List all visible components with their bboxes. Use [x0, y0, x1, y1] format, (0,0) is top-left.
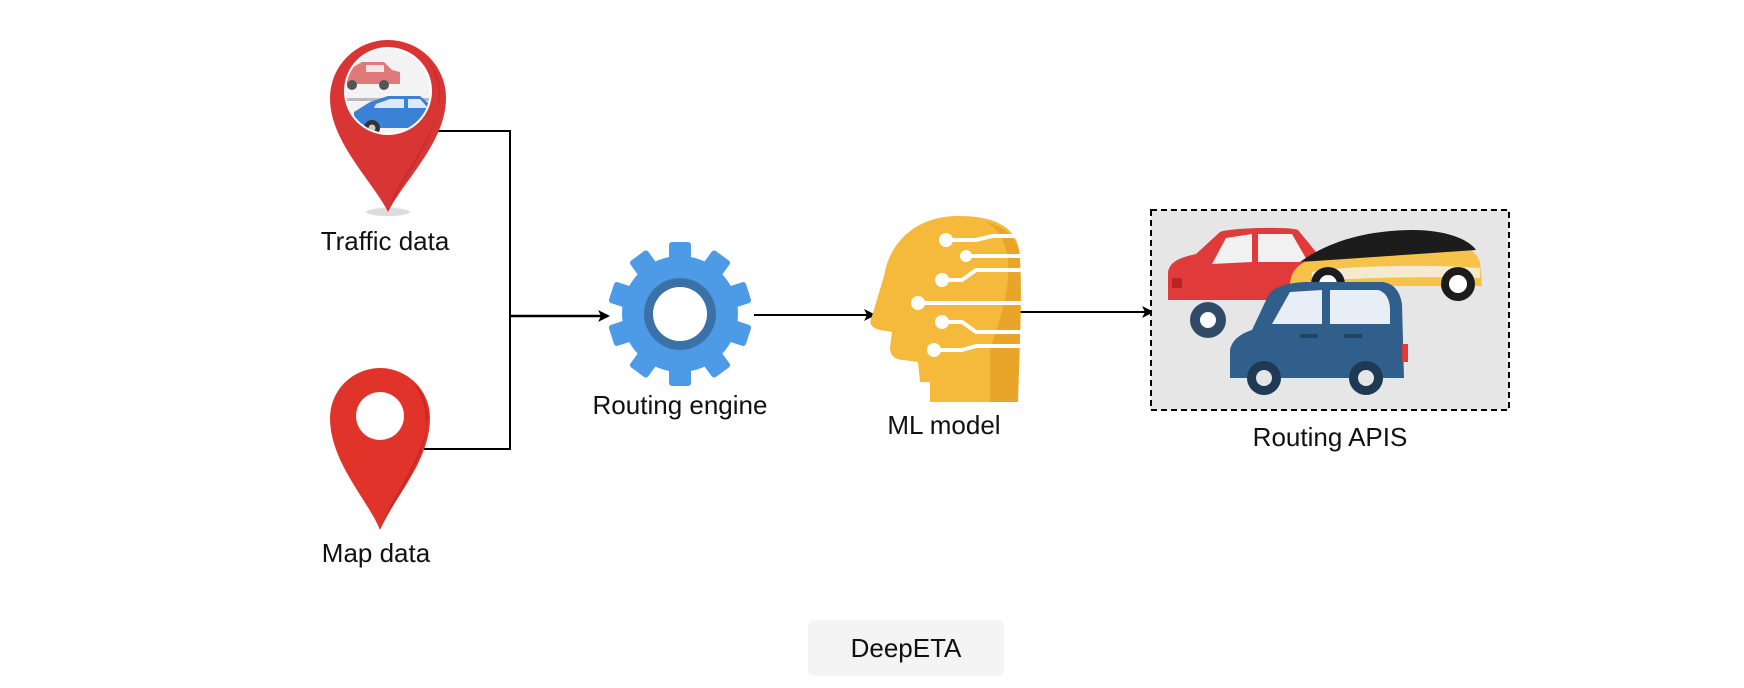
traffic-connector [436, 130, 511, 316]
routing-engine-label: Routing engine [593, 390, 768, 420]
gear-icon [608, 242, 752, 386]
routing-apis-label: Routing APIS [1253, 422, 1408, 452]
ml-model-label: ML model [887, 410, 1000, 440]
caption-badge: DeepETA [808, 620, 1004, 676]
cars-icon [1168, 227, 1482, 395]
connectors [424, 130, 1154, 450]
routing-apis-panel [1150, 209, 1510, 411]
caption-text: DeepETA [850, 632, 962, 663]
traffic-cars-icon [346, 49, 430, 133]
traffic-data-label: Traffic data [321, 226, 450, 256]
map-data-label: Map data [322, 538, 431, 568]
map-connector [424, 316, 511, 450]
map-pin-icon [330, 368, 430, 530]
brain-head-icon [870, 216, 1022, 402]
traffic-pin-icon [330, 40, 446, 216]
